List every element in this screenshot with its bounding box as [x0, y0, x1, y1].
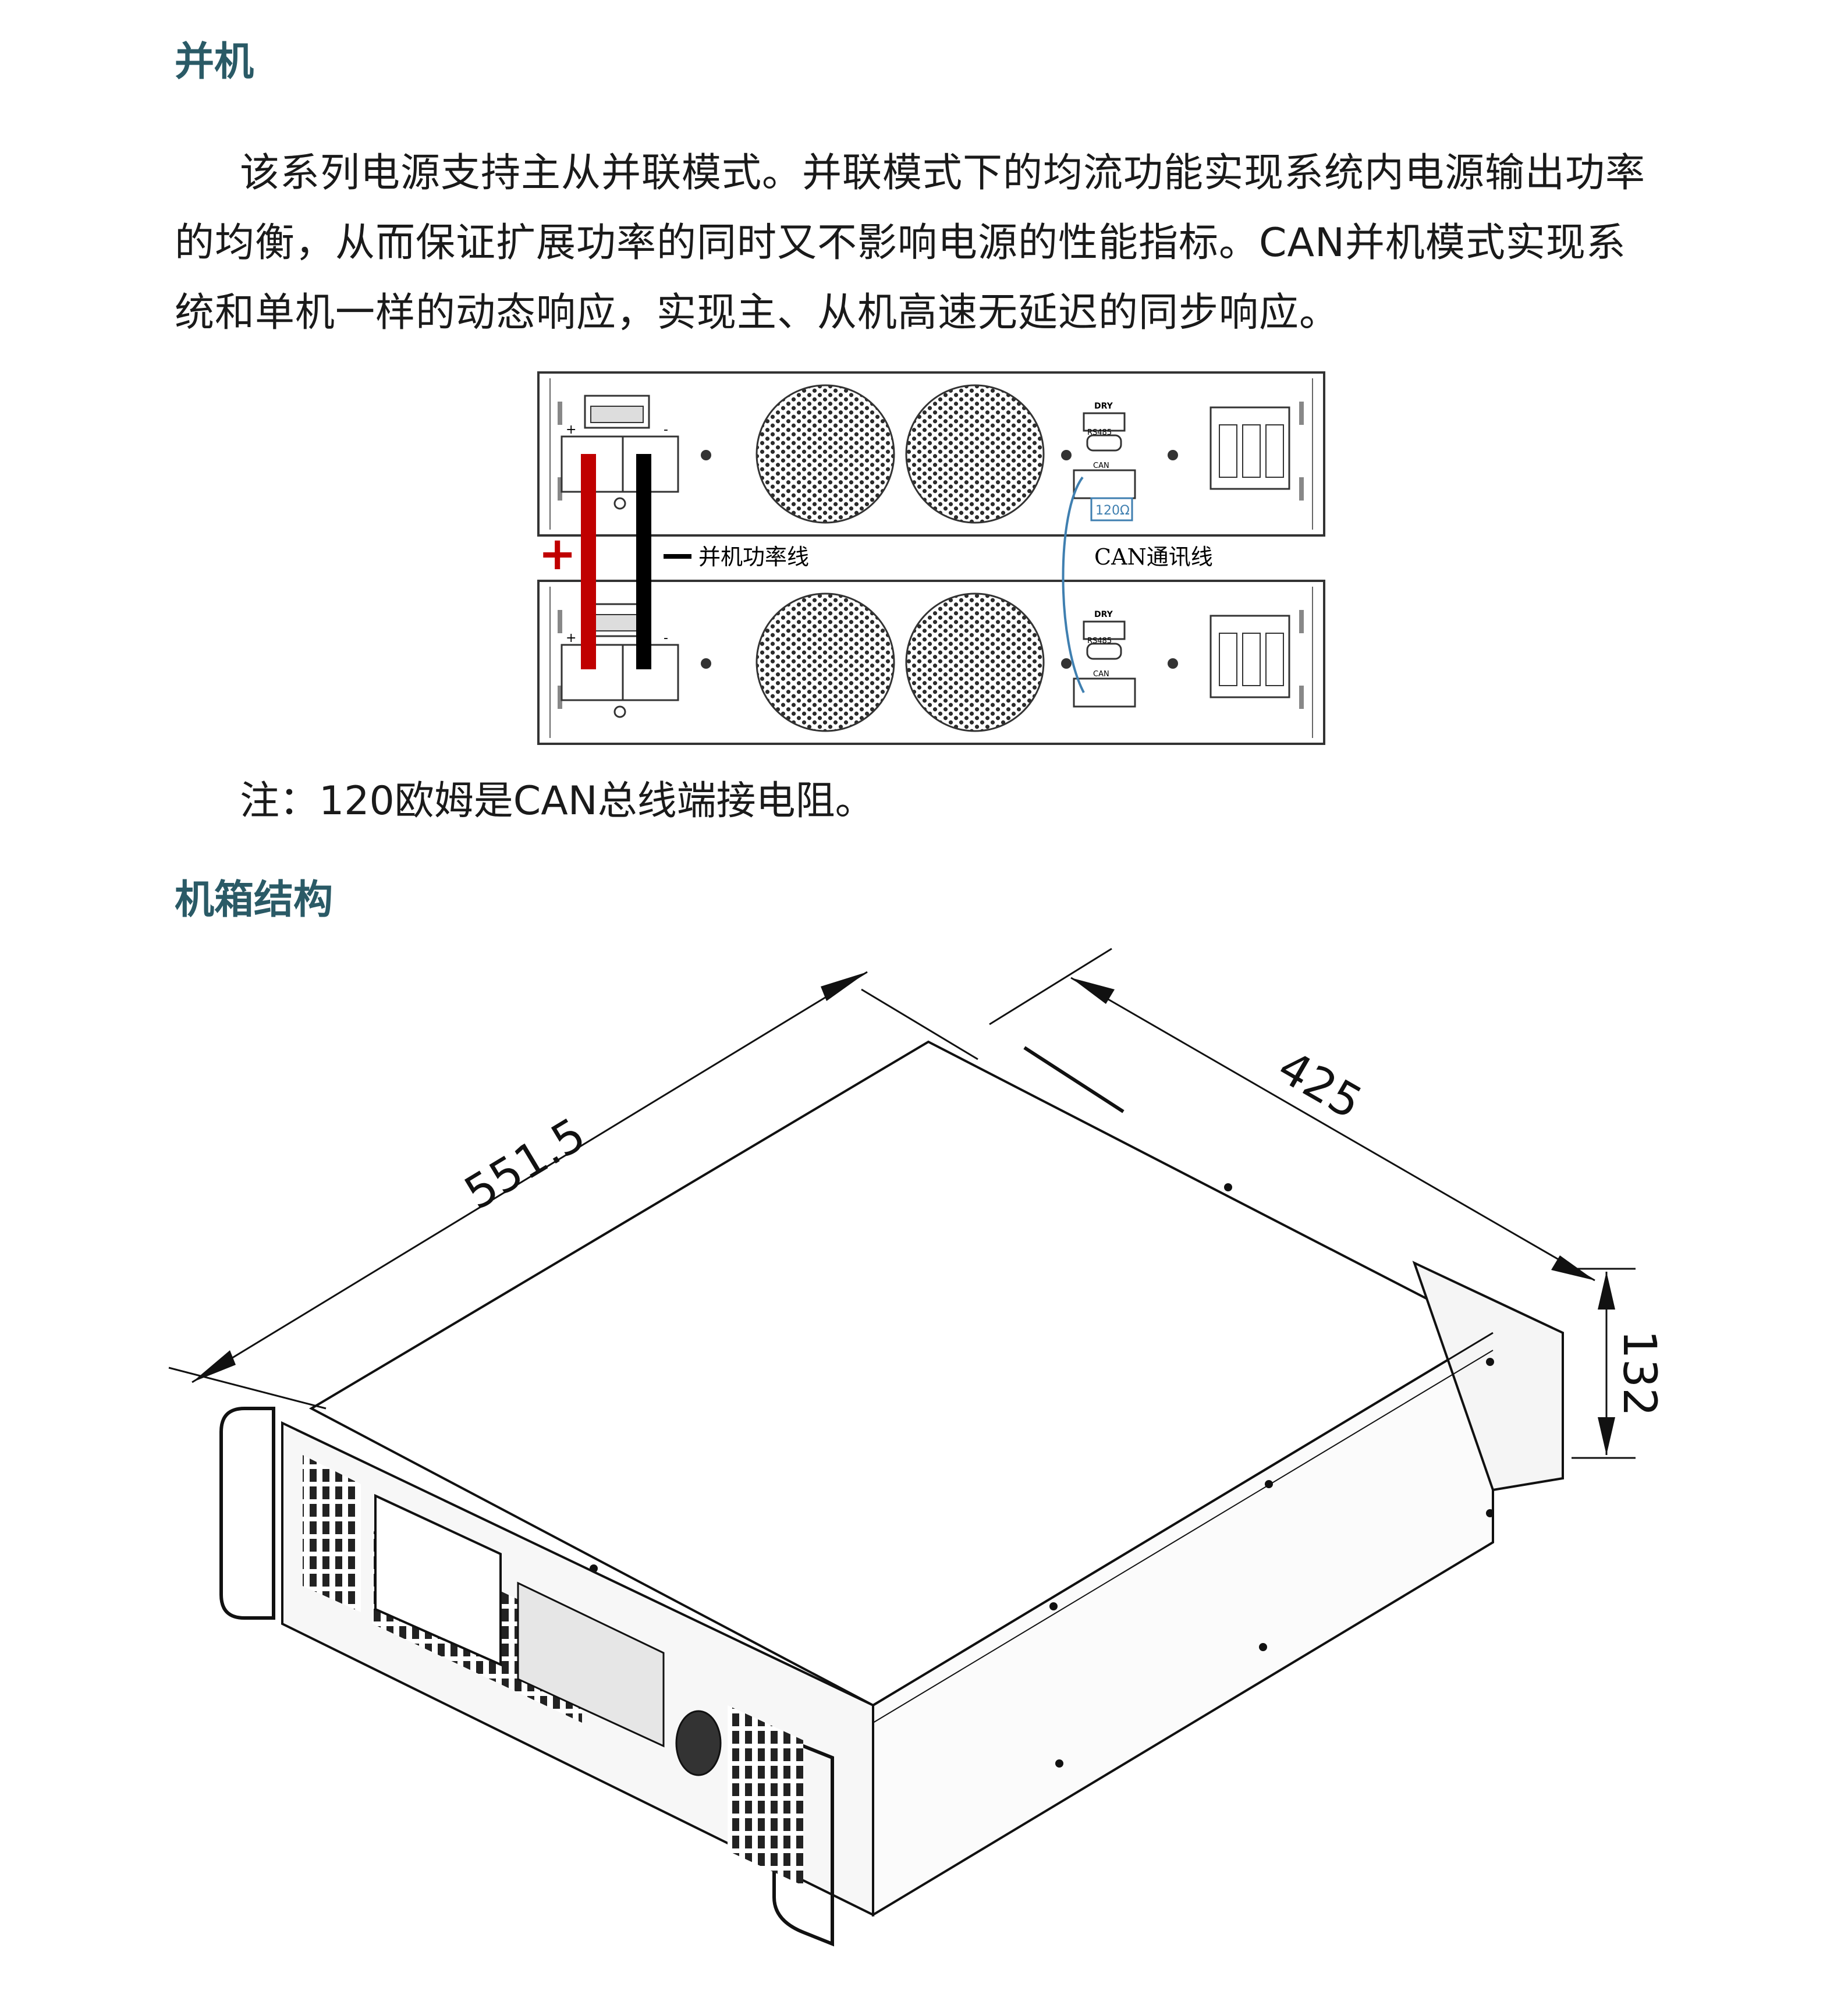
parallel-power-line-label: 并机功率线	[698, 544, 809, 570]
port-can-label-bottom: CAN	[1093, 670, 1109, 679]
port-dry-label-bottom: DRY	[1094, 610, 1113, 619]
section-heading-chassis: 机箱结构	[175, 877, 334, 923]
power-supply-unit-top	[537, 371, 1325, 537]
port-rs485-label-bottom: RS485	[1087, 637, 1112, 645]
terminal-minus-bottom: -	[664, 631, 668, 645]
resistor-120-ohm-label: 120Ω	[1095, 503, 1130, 518]
terminal-plus-bottom: +	[566, 631, 576, 645]
black-power-cable	[636, 454, 651, 669]
port-dry-label-top: DRY	[1094, 402, 1113, 411]
section-heading-parallel: 并机	[175, 39, 254, 85]
can-communication-cable	[1062, 476, 1085, 693]
can-line-label: CAN通讯线	[1094, 544, 1213, 570]
power-supply-unit-bottom	[537, 580, 1325, 745]
port-can-label-top: CAN	[1093, 462, 1109, 470]
red-power-cable	[581, 454, 596, 669]
terminal-plus-top: +	[566, 423, 576, 437]
plus-sign: +	[538, 528, 576, 580]
port-rs485-label-top: RS485	[1087, 428, 1112, 437]
terminal-minus-top: -	[664, 423, 668, 437]
note-termination-resistor: 注：120欧姆是CAN总线端接电阻。	[240, 778, 875, 824]
parallel-description: 该系列电源支持主从并联模式。并联模式下的均流功能实现系统内电源输出功率的均衡，从…	[175, 150, 1646, 336]
